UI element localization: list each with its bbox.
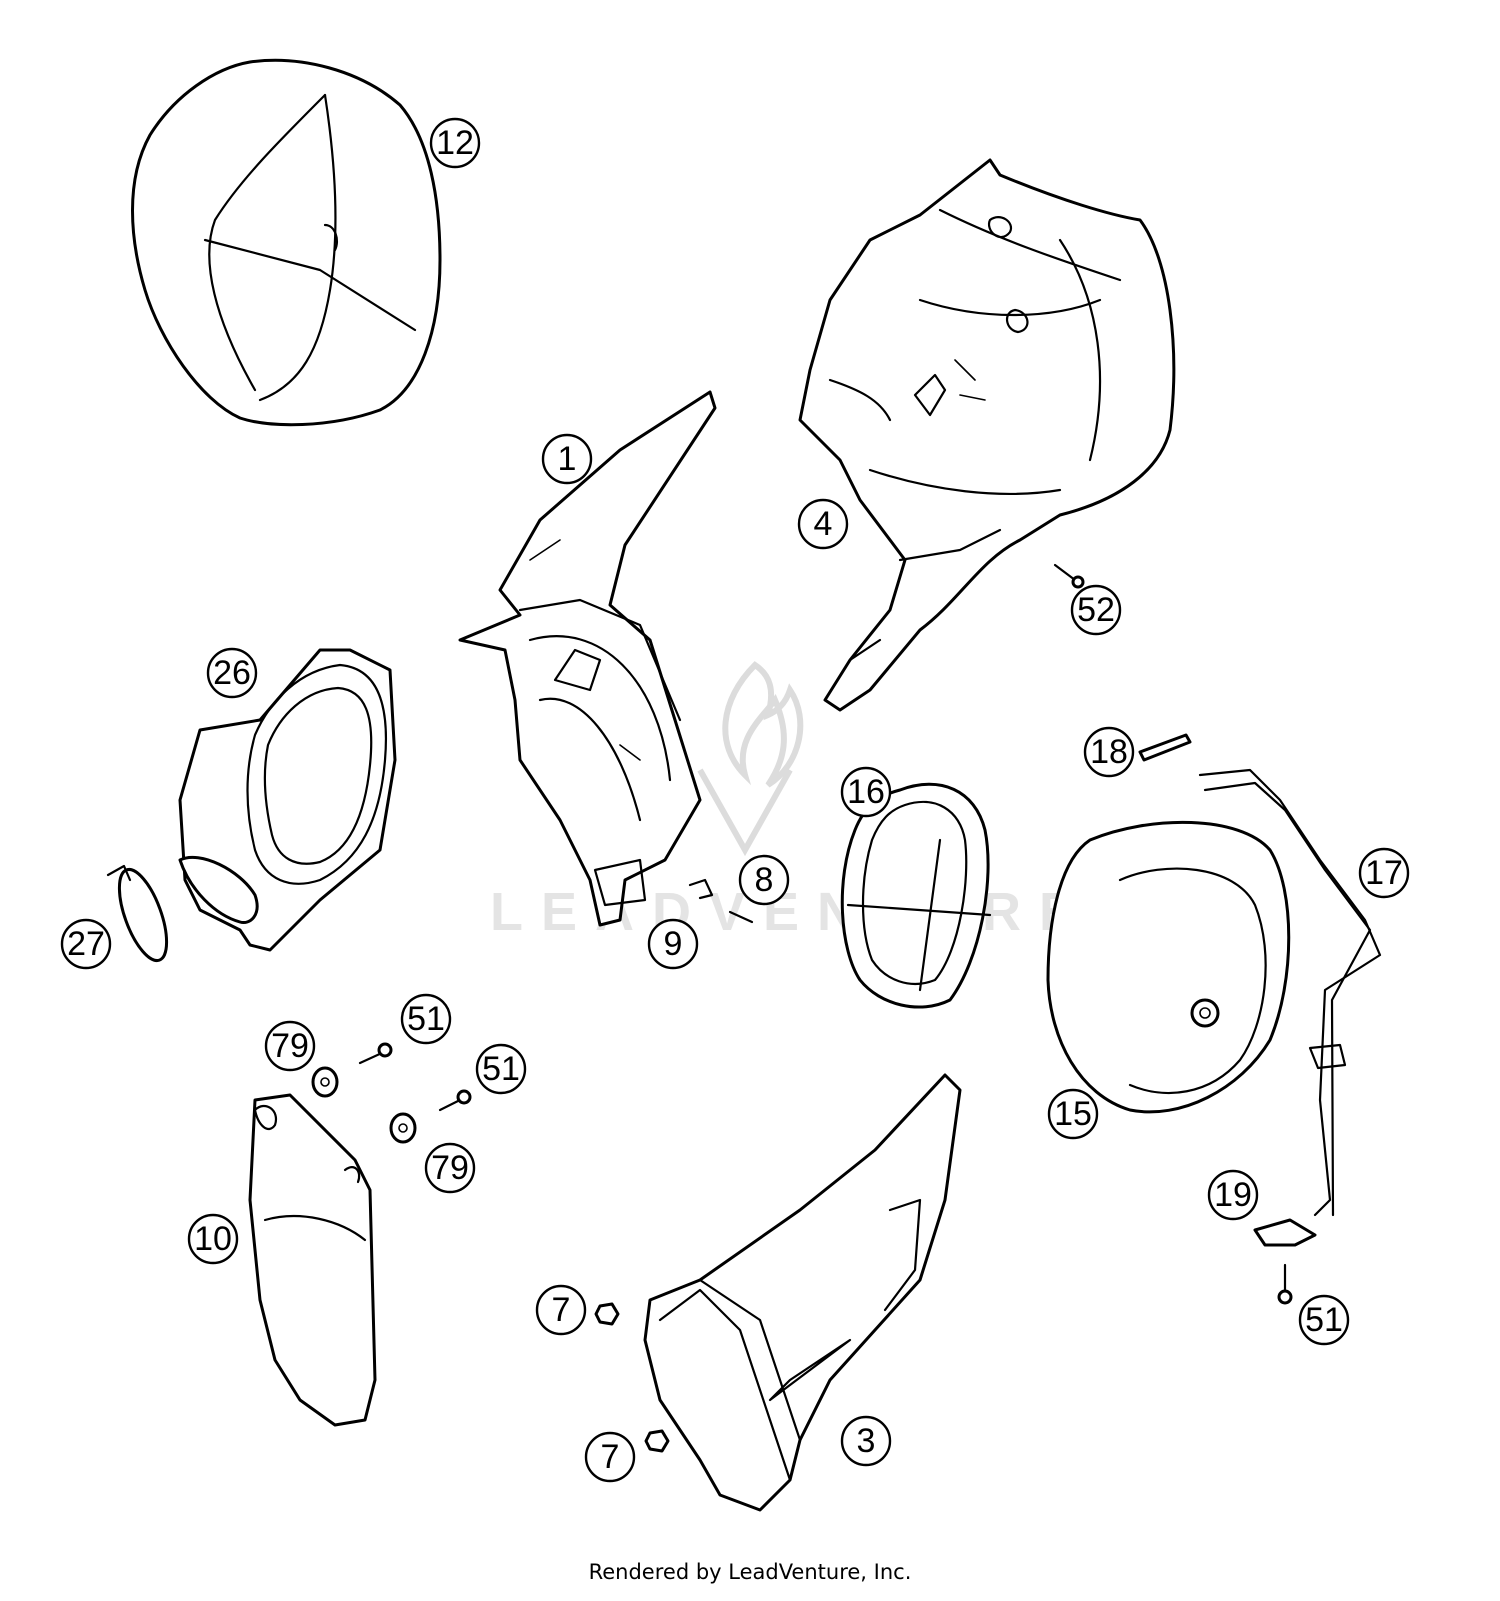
svg-text:19: 19 [1214,1176,1252,1214]
svg-text:26: 26 [213,654,251,692]
callout-51-a: 51 [400,993,452,1045]
part-51-screw-a [358,1042,393,1065]
svg-text:51: 51 [482,1050,520,1088]
part-12-filter-cover [131,58,442,427]
part-10-side-panel [248,1093,377,1427]
part-51-screw-b [438,1089,472,1112]
svg-text:52: 52 [1077,591,1115,629]
callout-79-b: 79 [424,1142,476,1194]
svg-text:9: 9 [664,925,683,963]
svg-text:18: 18 [1090,733,1128,771]
svg-text:4: 4 [814,505,833,543]
part-4-airbox-housing [798,158,1176,712]
svg-text:3: 3 [857,1422,876,1460]
part-19-bracket [1253,1218,1317,1247]
svg-text:51: 51 [1305,1301,1343,1339]
render-credit: Rendered by LeadVenture, Inc. [588,1560,912,1584]
part-16-filter-cage [840,782,992,1009]
part-9-clip [688,878,714,900]
svg-text:8: 8 [755,861,774,899]
part-27-clamp [106,864,169,963]
callout-8: 8 [738,854,790,906]
callout-12: 12 [429,117,481,169]
callout-19: 19 [1207,1169,1259,1221]
callout-79-a: 79 [264,1020,316,1072]
part-79-washer-a [311,1066,339,1098]
callout-3: 3 [840,1415,892,1467]
part-51-screw-c [1277,1263,1293,1305]
callout-10: 10 [187,1213,239,1265]
part-26-intake-boot [178,648,397,952]
svg-text:79: 79 [271,1027,309,1065]
part-1-airbox-frame [458,390,717,927]
part-3-side-cover [643,1073,962,1512]
svg-text:15: 15 [1054,1095,1092,1133]
watermark-logo [697,661,804,857]
callout-51-b: 51 [475,1043,527,1095]
part-52-screw [1053,563,1085,589]
callout-15: 15 [1047,1088,1099,1140]
callout-16: 16 [840,766,892,818]
callout-7-b: 7 [584,1431,636,1483]
callout-52: 52 [1070,584,1122,636]
callout-1: 1 [541,433,593,485]
callout-51-c: 51 [1298,1294,1350,1346]
callout-27: 27 [60,918,112,970]
svg-text:27: 27 [67,925,105,963]
svg-text:12: 12 [436,124,474,162]
svg-text:17: 17 [1365,854,1403,892]
part-18-pin [1138,733,1192,762]
svg-text:51: 51 [407,1000,445,1038]
callout-4: 4 [797,498,849,550]
part-7-nut-a [594,1302,620,1326]
part-8-pin [728,910,754,924]
svg-text:10: 10 [194,1220,232,1258]
part-15-air-filter [1046,820,1291,1114]
svg-text:1: 1 [558,440,577,478]
part-17-filter-holder [1198,768,1382,1217]
svg-text:7: 7 [601,1438,620,1476]
callout-7-a: 7 [535,1284,587,1336]
part-79-washer-b [389,1112,417,1144]
svg-text:7: 7 [552,1291,571,1329]
callout-17: 17 [1358,847,1410,899]
svg-text:16: 16 [847,773,885,811]
watermark-text: LEADVENTURE [490,882,1093,942]
part-7-nut-b [644,1429,670,1453]
callout-9: 9 [647,918,699,970]
callout-18: 18 [1083,726,1135,778]
svg-text:79: 79 [431,1149,469,1187]
callout-26: 26 [206,647,258,699]
